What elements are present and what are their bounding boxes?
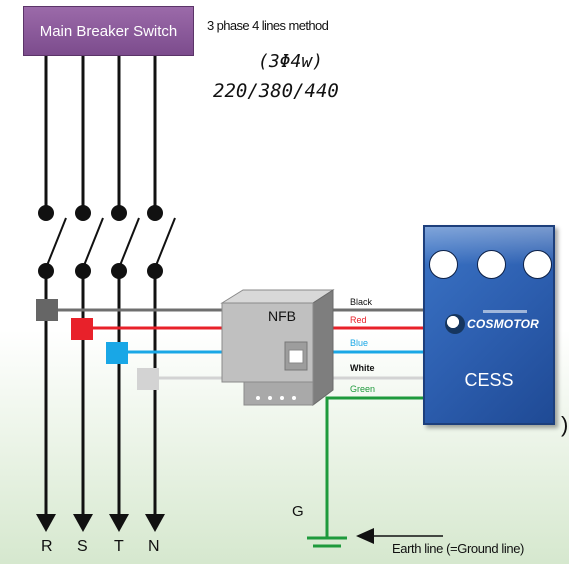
method-voltages: 220/380/440: [213, 80, 339, 102]
terminal-s: [71, 318, 93, 340]
nfb-terminals: [256, 396, 296, 400]
blade-n: [154, 217, 176, 269]
earth-arrow: [356, 528, 443, 544]
phase-arrows: [36, 514, 165, 532]
nfb-label: NFB: [268, 308, 296, 324]
upper-lines: [44, 56, 157, 213]
main-breaker-label: Main Breaker Switch: [39, 22, 178, 40]
contact-top-t: [111, 205, 127, 221]
wire-label-blue: Blue: [350, 338, 369, 348]
blade-r: [45, 217, 67, 269]
terminal-n: [137, 368, 159, 390]
method-label: 3 phase 4 lines method: [207, 18, 329, 33]
ground-label: G: [292, 503, 304, 520]
arrow-t: [109, 514, 129, 532]
phase-label-t: T: [114, 538, 124, 555]
terminal-t: [106, 342, 128, 364]
nfb-terminal-dot: [256, 396, 260, 400]
cess-brand: COSMOTOR: [467, 317, 540, 331]
contact-top-n: [147, 205, 163, 221]
earth-line-label: Earth line (=Ground line): [392, 541, 524, 556]
arrow-r: [36, 514, 56, 532]
method-formula: (3Φ4w): [258, 51, 324, 72]
cosmotor-logo-icon: [445, 314, 465, 334]
wire-label-green: Green: [350, 384, 376, 394]
blade-s: [82, 217, 104, 269]
top-contacts: [38, 205, 163, 221]
cess-logo-tagline: [483, 310, 527, 313]
contact-top-s: [75, 205, 91, 221]
cess-indicator-1: [429, 250, 458, 279]
arrow-s: [73, 514, 93, 532]
contact-top-r: [38, 205, 54, 221]
main-breaker-switch: Main Breaker Switch: [23, 6, 194, 56]
nfb-terminal-dot: [268, 396, 272, 400]
wire-label-black: Black: [350, 297, 373, 307]
ground-symbol: [307, 536, 347, 548]
edge-text: ): [561, 412, 569, 437]
blade-t: [118, 217, 140, 269]
switch-blades: [45, 217, 176, 269]
wire-label-white: White: [350, 363, 375, 373]
wire-green: [325, 396, 423, 538]
lower-lines: [44, 271, 157, 516]
cosmotor-logo: COSMOTOR: [445, 314, 539, 334]
earth-arrow-head: [356, 528, 374, 544]
nfb-terminal-dot: [292, 396, 296, 400]
cess-indicator-2: [477, 250, 506, 279]
terminal-r: [36, 299, 58, 321]
phase-label-s: S: [77, 538, 88, 555]
wire-label-red: Red: [350, 315, 367, 325]
arrow-n: [145, 514, 165, 532]
cess-label: CESS: [464, 370, 514, 390]
phase-label-n: N: [148, 538, 160, 555]
cess-unit: COSMOTOR CESS: [423, 225, 555, 425]
nfb-breaker: [220, 289, 335, 406]
nfb-lever: [288, 349, 304, 364]
nfb-terminal-dot: [280, 396, 284, 400]
phase-label-r: R: [41, 538, 53, 555]
nfb-base: [243, 381, 314, 406]
cess-indicator-3: [523, 250, 552, 279]
bottom-contacts: [38, 263, 163, 279]
nfb-side: [312, 289, 334, 406]
